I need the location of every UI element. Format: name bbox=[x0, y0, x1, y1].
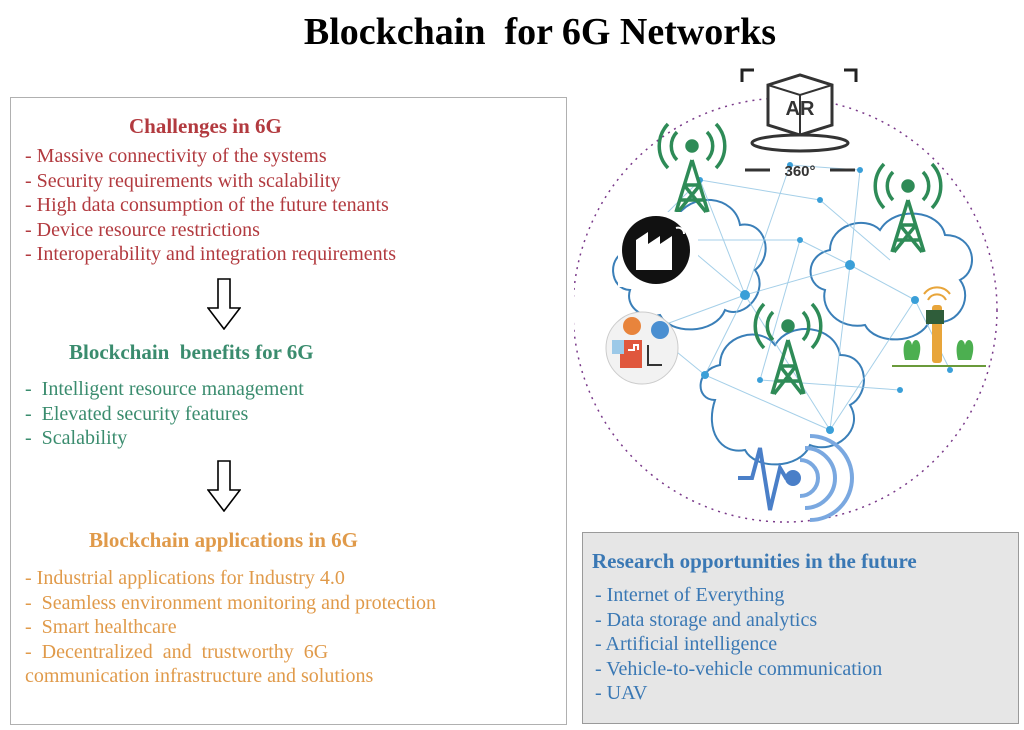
benefits-heading: Blockchain benefits for 6G bbox=[69, 340, 314, 364]
page-title: Blockchain for 6G Networks bbox=[303, 11, 777, 53]
cell-tower-icon bbox=[753, 302, 823, 396]
applications-list: - Industrial applications for Industry 4… bbox=[25, 566, 436, 689]
network-boundary-circle bbox=[574, 97, 998, 523]
list-item: - Device resource restrictions bbox=[25, 218, 260, 241]
challenges-list: - Massive connectivity of the systems - … bbox=[25, 144, 396, 267]
list-item: - High data consumption of the future te… bbox=[25, 194, 389, 216]
ar-degrees-label: 360° bbox=[784, 163, 815, 180]
list-item: - UAV bbox=[595, 682, 648, 704]
list-item: - Decentralized and trustworthy 6G bbox=[25, 640, 329, 663]
list-item: communication infrastructure and solutio… bbox=[25, 665, 374, 687]
research-list: - Internet of Everything - Data storage … bbox=[595, 583, 882, 706]
ar-label: AR bbox=[786, 98, 815, 120]
factory-icon bbox=[618, 212, 698, 287]
ar-headset-icon: AR 360° bbox=[740, 68, 858, 180]
down-arrow-icon bbox=[207, 278, 241, 330]
network-illustration: AR 360° bbox=[574, 68, 998, 523]
applications-heading: Blockchain applications in 6G bbox=[89, 528, 358, 552]
list-item: - Smart healthcare bbox=[25, 616, 177, 638]
list-item: - Data storage and analytics bbox=[595, 608, 818, 631]
list-item: - Artificial intelligence bbox=[595, 633, 778, 655]
signal-wave-icon bbox=[738, 434, 854, 522]
healthcare-icon bbox=[605, 311, 679, 385]
research-panel: Research opportunities in the future - I… bbox=[582, 532, 1019, 724]
list-item: - Elevated security features bbox=[25, 402, 249, 425]
list-item: - Industrial applications for Industry 4… bbox=[25, 567, 345, 589]
left-panel: Challenges in 6G - Massive connectivity … bbox=[10, 97, 567, 725]
list-item: - Massive connectivity of the systems bbox=[25, 145, 327, 167]
list-item: - Interoperability and integration requi… bbox=[25, 243, 396, 265]
down-arrow-icon bbox=[207, 460, 241, 512]
cell-tower-icon bbox=[657, 122, 727, 214]
benefits-list: - Intelligent resource management - Elev… bbox=[25, 377, 304, 451]
smart-agriculture-icon bbox=[892, 286, 986, 367]
list-item: - Security requirements with scalability bbox=[25, 169, 341, 192]
list-item: - Seamless environment monitoring and pr… bbox=[25, 591, 437, 614]
cell-tower-icon bbox=[873, 162, 943, 254]
list-item: - Intelligent resource management bbox=[25, 378, 304, 400]
research-heading: Research opportunities in the future bbox=[592, 549, 917, 573]
list-item: - Internet of Everything bbox=[595, 584, 785, 606]
challenges-heading: Challenges in 6G bbox=[129, 114, 282, 138]
list-item: - Vehicle-to-vehicle communication bbox=[595, 657, 883, 680]
list-item: - Scalability bbox=[25, 427, 128, 449]
